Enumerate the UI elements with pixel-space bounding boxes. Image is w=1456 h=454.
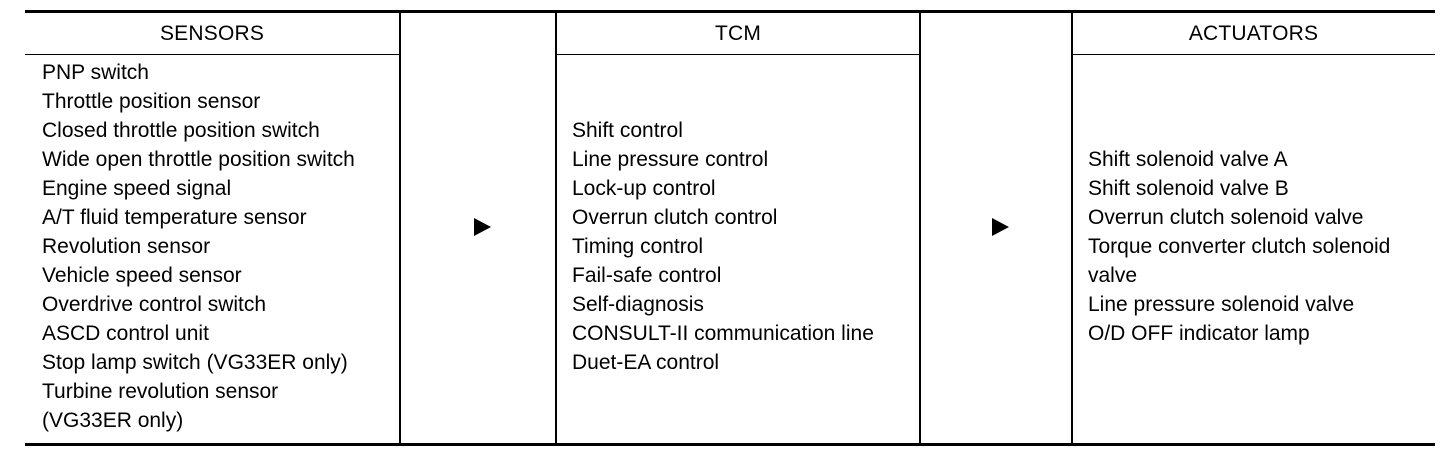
list-item: Duet-EA control	[572, 351, 720, 374]
actuators-header: ACTUATORS	[1188, 22, 1319, 45]
divider-actuators-left	[1071, 10, 1073, 446]
tcm-header: TCM	[714, 22, 762, 45]
control-system-table: SENSORS TCM ACTUATORS PNP switch Throttl…	[25, 10, 1435, 446]
list-item: valve	[1088, 264, 1138, 287]
list-item: Shift control	[572, 119, 683, 142]
list-item: Revolution sensor	[42, 235, 211, 258]
list-item: Lock-up control	[572, 177, 716, 200]
list-item: Shift solenoid valve A	[1088, 148, 1288, 171]
sensors-list: PNP switch Throttle position sensor Clos…	[42, 58, 355, 435]
list-item: Throttle position sensor	[42, 90, 261, 113]
actuators-list: Shift solenoid valve A Shift solenoid va…	[1088, 145, 1390, 348]
list-item: Overrun clutch control	[572, 206, 778, 229]
divider-tcm-left	[555, 10, 557, 446]
list-item: Stop lamp switch (VG33ER only)	[42, 351, 348, 374]
table-top-rule	[25, 10, 1435, 13]
list-item: Turbine revolution sensor	[42, 380, 279, 403]
divider-sensors-right	[399, 10, 401, 446]
list-item: Closed throttle position switch	[42, 119, 320, 142]
list-item: (VG33ER only)	[42, 409, 184, 432]
list-item: O/D OFF indicator lamp	[1088, 322, 1310, 345]
right-arrow-icon	[992, 218, 1009, 236]
list-item: CONSULT-II communication line	[572, 322, 874, 345]
list-item: Wide open throttle position switch	[42, 148, 355, 171]
list-item: Engine speed signal	[42, 177, 232, 200]
list-item: Shift solenoid valve B	[1088, 177, 1289, 200]
list-item: Torque converter clutch solenoid	[1088, 235, 1391, 258]
tcm-list: Shift control Line pressure control Lock…	[572, 116, 874, 377]
divider-tcm-right	[919, 10, 921, 446]
list-item: ASCD control unit	[42, 322, 209, 345]
list-item: Self-diagnosis	[572, 293, 704, 316]
list-item: Timing control	[572, 235, 704, 258]
list-item: Line pressure control	[572, 148, 769, 171]
actuators-header-rule	[1072, 54, 1435, 55]
right-arrow-icon	[474, 218, 491, 236]
list-item: Line pressure solenoid valve	[1088, 293, 1355, 316]
sensors-header-rule	[25, 54, 399, 55]
list-item: Overrun clutch solenoid valve	[1088, 206, 1364, 229]
list-item: Overdrive control switch	[42, 293, 267, 316]
list-item: PNP switch	[42, 61, 149, 84]
sensors-header: SENSORS	[159, 22, 265, 45]
tcm-header-rule	[556, 54, 920, 55]
list-item: Vehicle speed sensor	[42, 264, 242, 287]
table-bottom-rule	[25, 443, 1435, 446]
list-item: Fail-safe control	[572, 264, 722, 287]
list-item: A/T fluid temperature sensor	[42, 206, 307, 229]
